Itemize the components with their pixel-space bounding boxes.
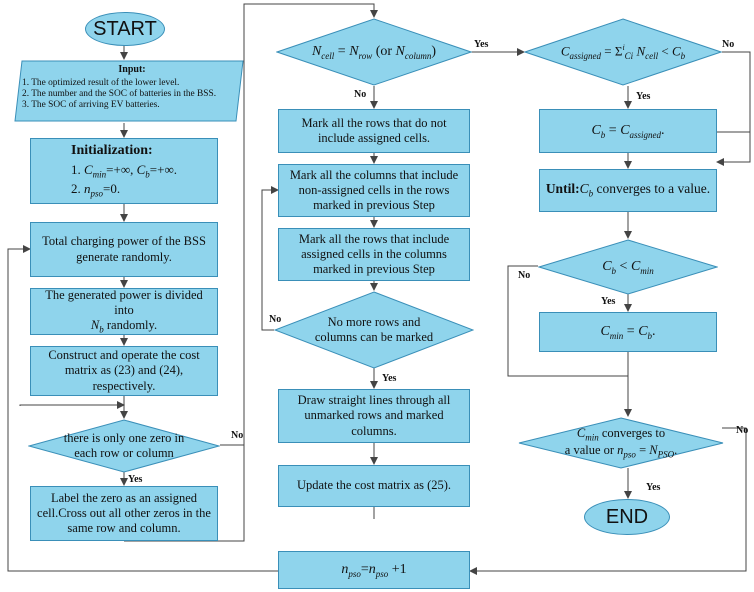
yes-label-no-more: Yes: [382, 373, 397, 384]
end-terminal: END: [584, 499, 670, 535]
no-label-no-more: No: [269, 314, 282, 325]
ncell-shape: [276, 18, 472, 86]
input-line-2: 2. The number and the SOC of batteries i…: [22, 88, 217, 99]
input-shape: [14, 60, 244, 122]
until-box: Until:Cb converges to a value.: [539, 169, 717, 212]
mark-columns-text: Mark all the columns that include non-as…: [289, 167, 459, 213]
initialization-box: Initialization: 1. Cmin=+∞, Cb=+∞. 2. np…: [30, 138, 218, 204]
start-terminal: START: [85, 12, 165, 46]
no-more-marked-decision: No more rows and columns can be marked: [274, 291, 474, 369]
only-one-zero-decision: there is only one zero in each row or co…: [28, 419, 220, 473]
total-power-text: Total charging power of the BSS generate…: [42, 234, 206, 264]
cmin-assign-text: Cmin = Cb.: [600, 323, 656, 341]
yes-label-c-assigned: Yes: [636, 91, 651, 102]
cost-matrix-box: Construct and operate the cost matrix as…: [30, 346, 218, 396]
cb-less-cmin-decision: Cb < Cmin: [538, 239, 718, 295]
no-label-only-one-zero: No: [231, 430, 244, 441]
update-cost-text: Update the cost matrix as (25).: [296, 478, 452, 493]
mark-columns-box: Mark all the columns that include non-as…: [278, 164, 470, 217]
label-zero-text: Label the zero as an assigned cell.Cross…: [37, 490, 211, 536]
yes-label-cb-less: Yes: [601, 296, 616, 307]
total-power-box: Total charging power of the BSS generate…: [30, 222, 218, 277]
only-one-zero-shape: [28, 419, 220, 473]
no-more-marked-text: No more rows and columns can be marked: [314, 314, 434, 344]
cmin-assign-box: Cmin = Cb.: [539, 312, 717, 352]
input-title: Input:: [118, 64, 146, 75]
init-title: Initialization:: [71, 143, 153, 159]
ncell-text: Ncell = Nrow (or Ncolumn): [311, 43, 437, 61]
cb-less-cmin-shape: [538, 239, 718, 295]
cb-assign-box: Cb = Cassigned.: [539, 109, 717, 153]
ncell-decision: Ncell = Nrow (or Ncolumn): [276, 18, 472, 86]
no-label-ncell: No: [354, 89, 367, 100]
c-assigned-shape: [524, 18, 722, 86]
draw-lines-text: Draw straight lines through all unmarked…: [297, 393, 451, 438]
npso-update-box: npso=npso +1: [278, 551, 470, 589]
mark-rows-text: Mark all the rows that do not include as…: [301, 115, 447, 145]
start-label: START: [93, 17, 157, 40]
mark-rows-box: Mark all the rows that do not include as…: [278, 109, 470, 153]
no-more-marked-shape: [274, 291, 474, 369]
mark-rows2-box: Mark all the rows that include assigned …: [278, 228, 470, 281]
cost-matrix-text: Construct and operate the cost matrix as…: [48, 348, 200, 393]
until-text: Until:Cb converges to a value.: [545, 181, 711, 199]
input-line-3: 3. The SOC of arriving EV batteries.: [22, 99, 160, 110]
yes-label-only-one-zero: Yes: [128, 474, 143, 485]
no-label-cb-less: No: [518, 270, 531, 281]
init-line-2: 2. npso=0.: [71, 181, 121, 199]
yes-label-ncell: Yes: [474, 39, 489, 50]
c-assigned-decision: Cassigned = ΣiCi Ncell < Cb: [524, 18, 722, 86]
label-zero-box: Label the zero as an assigned cell.Cross…: [30, 486, 218, 541]
cb-assign-text: Cb = Cassigned.: [591, 122, 665, 140]
draw-lines-box: Draw straight lines through all unmarked…: [278, 389, 470, 443]
end-label: END: [605, 505, 649, 528]
input-line-1: 1. The optimized result of the lower lev…: [22, 77, 180, 88]
input-box: Input: 1. The optimized result of the lo…: [14, 60, 244, 122]
converge-shape: [518, 417, 724, 469]
only-one-zero-text: there is only one zero in each row or co…: [63, 430, 185, 460]
no-label-c-assigned: No: [722, 39, 735, 50]
c-assigned-text: Cassigned = ΣiCi Ncell < Cb: [560, 42, 686, 61]
no-label-converge: No: [736, 425, 749, 436]
npso-update-text: npso=npso +1: [341, 561, 407, 579]
update-cost-box: Update the cost matrix as (25).: [278, 465, 470, 507]
cb-less-cmin-text: Cb < Cmin: [602, 258, 654, 276]
mark-rows2-text: Mark all the rows that include assigned …: [298, 231, 450, 277]
init-line-1: 1. Cmin=+∞, Cb=+∞.: [71, 162, 177, 181]
yes-label-converge: Yes: [646, 482, 661, 493]
